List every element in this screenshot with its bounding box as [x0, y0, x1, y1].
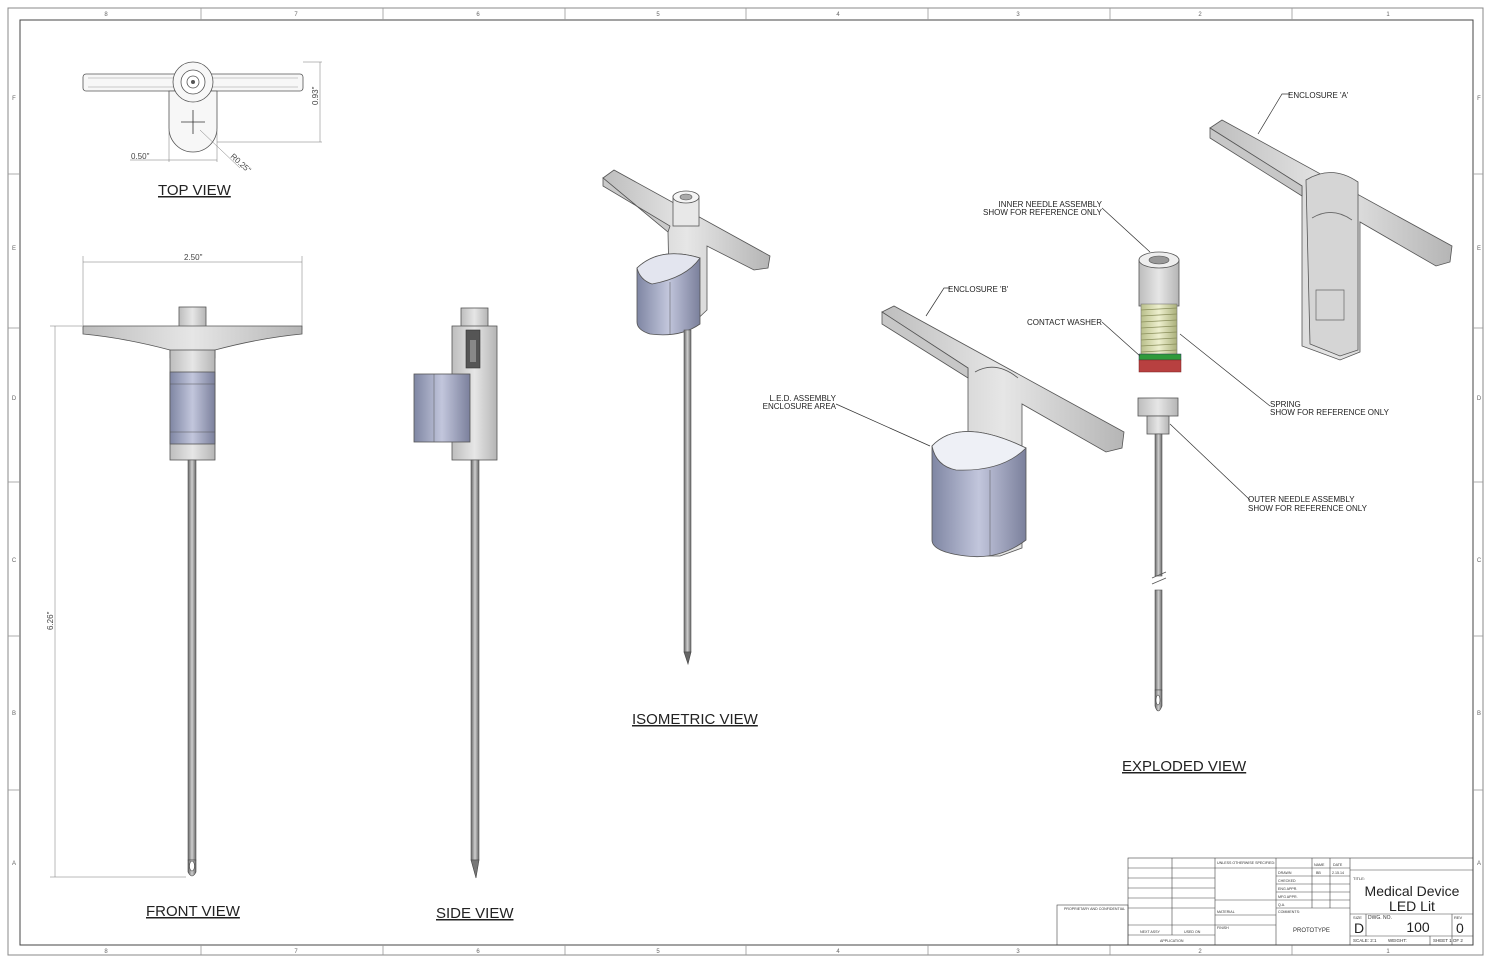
callout-enclosure-b: ENCLOSURE 'B' — [948, 285, 1009, 294]
svg-text:3: 3 — [1016, 12, 1020, 18]
svg-text:D: D — [1354, 920, 1364, 936]
title-block — [1056, 857, 1474, 946]
svg-text:NEXT ASSY: NEXT ASSY — [1140, 930, 1161, 934]
top-dim-height: 0.93" — [311, 86, 320, 105]
svg-text:7: 7 — [294, 949, 298, 955]
title-block-text: UNLESS OTHERWISE SPECIFIED: NAME DATE DR… — [1064, 861, 1464, 943]
callout-led-assembly: L.E.D. ASSEMBLY — [769, 394, 836, 403]
svg-text:DATE: DATE — [1333, 863, 1343, 867]
side-view-title: SIDE VIEW — [436, 905, 514, 922]
exploded-view-title: EXPLODED VIEW — [1122, 758, 1247, 775]
svg-text:3: 3 — [1016, 949, 1020, 955]
svg-text:6: 6 — [476, 12, 480, 18]
svg-text:2: 2 — [1198, 949, 1202, 955]
svg-text:E: E — [1477, 246, 1481, 252]
front-view — [50, 256, 303, 878]
svg-text:F: F — [1477, 96, 1481, 102]
svg-text:E: E — [12, 246, 16, 252]
svg-text:A: A — [1477, 861, 1481, 867]
callout-contact-washer: CONTACT WASHER — [1027, 318, 1102, 327]
exploded-enclosure-a — [1209, 119, 1453, 361]
top-dim-width: 0.50" — [131, 152, 150, 161]
svg-text:C: C — [1477, 558, 1482, 564]
top-dim-radius: R0.25" — [229, 152, 253, 175]
svg-text:0: 0 — [1456, 920, 1464, 936]
svg-text:TITLE:: TITLE: — [1353, 876, 1365, 881]
svg-text:F: F — [12, 96, 16, 102]
svg-text:APPLICATION: APPLICATION — [1160, 939, 1184, 943]
svg-text:SCALE: 2:1: SCALE: 2:1 — [1353, 938, 1377, 943]
front-dim-width: 2.50" — [184, 253, 203, 262]
callout-enclosure-a: ENCLOSURE 'A' — [1288, 91, 1349, 100]
side-view — [413, 307, 498, 879]
zone-ticks — [8, 8, 1483, 955]
svg-text:DWG. NO.: DWG. NO. — [1368, 915, 1392, 921]
svg-text:7: 7 — [294, 12, 298, 18]
svg-text:LED Lit: LED Lit — [1389, 898, 1435, 914]
svg-text:COMMENTS:: COMMENTS: — [1278, 910, 1300, 914]
front-dim-height: 6.26" — [46, 611, 55, 630]
svg-text:B: B — [12, 711, 16, 717]
svg-text:MFG APPR.: MFG APPR. — [1278, 895, 1298, 899]
svg-text:NAME: NAME — [1314, 863, 1325, 867]
svg-text:CHECKED: CHECKED — [1278, 879, 1296, 883]
svg-text:SHEET 1 OF 2: SHEET 1 OF 2 — [1433, 938, 1463, 943]
svg-text:D: D — [1477, 396, 1482, 402]
svg-text:B: B — [1477, 711, 1481, 717]
svg-text:A: A — [12, 861, 16, 867]
svg-text:1: 1 — [1386, 949, 1390, 955]
svg-text:ENG APPR.: ENG APPR. — [1278, 887, 1297, 891]
zone-labels: 8 7 6 5 4 3 2 1 8 7 6 5 4 3 2 1 F E D C … — [12, 12, 1482, 955]
svg-text:4: 4 — [836, 12, 840, 18]
isometric-view — [602, 169, 771, 666]
svg-text:WEIGHT:: WEIGHT: — [1388, 938, 1407, 943]
top-view — [82, 61, 322, 169]
svg-text:Q.A.: Q.A. — [1278, 903, 1285, 907]
svg-text:REV: REV — [1454, 915, 1463, 920]
svg-text:8: 8 — [104, 12, 108, 18]
svg-text:1: 1 — [1386, 12, 1390, 18]
svg-text:UNLESS OTHERWISE SPECIFIED:: UNLESS OTHERWISE SPECIFIED: — [1217, 861, 1275, 865]
svg-text:4: 4 — [836, 949, 840, 955]
callout-outer-needle: OUTER NEEDLE ASSEMBLY — [1248, 495, 1355, 504]
svg-text:5: 5 — [656, 12, 660, 18]
svg-text:PROTOTYPE: PROTOTYPE — [1293, 928, 1330, 934]
svg-text:SIZE: SIZE — [1353, 915, 1362, 920]
svg-text:2: 2 — [1198, 12, 1202, 18]
exploded-inner-needle — [1138, 251, 1182, 373]
svg-text:100: 100 — [1406, 919, 1430, 935]
callout-outer-needle-ref: SHOW FOR REFERENCE ONLY — [1248, 504, 1368, 513]
svg-text:FINISH: FINISH — [1217, 926, 1229, 930]
svg-text:DRAWN: DRAWN — [1278, 871, 1292, 875]
svg-text:Medical Device: Medical Device — [1365, 883, 1460, 899]
callout-inner-needle: INNER NEEDLE ASSEMBLY — [999, 200, 1103, 209]
callout-inner-needle-ref: SHOW FOR REFERENCE ONLY — [983, 208, 1103, 217]
isometric-view-title: ISOMETRIC VIEW — [632, 711, 759, 728]
svg-text:USED ON: USED ON — [1184, 930, 1201, 934]
exploded-enclosure-b — [881, 305, 1125, 557]
outer-border — [7, 7, 1484, 956]
svg-text:MATERIAL: MATERIAL — [1217, 910, 1235, 914]
svg-text:6: 6 — [476, 949, 480, 955]
callout-led-area: ENCLOSURE AREA — [763, 402, 837, 411]
exploded-outer-needle — [1137, 397, 1179, 712]
svg-text:D: D — [12, 396, 17, 402]
callout-leaders — [835, 93, 1290, 501]
callout-spring: SPRING — [1270, 400, 1301, 409]
inner-border — [19, 19, 1474, 946]
callout-spring-ref: SHOW FOR REFERENCE ONLY — [1270, 408, 1390, 417]
svg-text:2.15.14: 2.15.14 — [1332, 871, 1344, 875]
svg-text:8: 8 — [104, 949, 108, 955]
svg-text:5: 5 — [656, 949, 660, 955]
svg-text:BB: BB — [1316, 871, 1321, 875]
top-view-title: TOP VIEW — [158, 182, 232, 199]
svg-text:C: C — [12, 558, 17, 564]
front-view-title: FRONT VIEW — [146, 903, 241, 920]
svg-text:PROPRIETARY AND CONFIDENTIAL: PROPRIETARY AND CONFIDENTIAL — [1064, 907, 1125, 911]
